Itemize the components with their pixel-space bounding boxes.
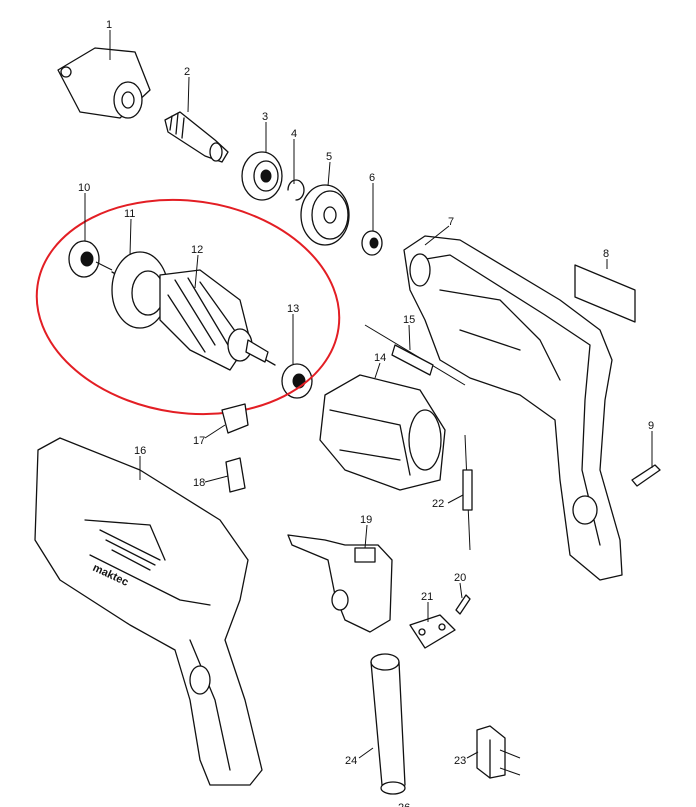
part-21-cord-clamp xyxy=(409,614,456,649)
leader-lines xyxy=(84,30,653,759)
label-26: 26 xyxy=(398,802,410,807)
label-3: 3 xyxy=(262,111,268,123)
part-16-housing: maktec xyxy=(34,437,263,786)
part-18-carbon-brush xyxy=(225,457,246,493)
label-18: 18 xyxy=(193,477,205,489)
part-20-screw xyxy=(455,594,471,615)
highlight-ellipse xyxy=(35,198,341,416)
part-1-chuck xyxy=(57,47,151,119)
label-6: 6 xyxy=(369,172,375,184)
label-8: 8 xyxy=(603,248,609,260)
label-22: 22 xyxy=(432,498,444,510)
part-2-spindle xyxy=(164,111,229,163)
label-23: 23 xyxy=(454,755,466,767)
part-10-bearing xyxy=(68,240,113,278)
part-15-pin xyxy=(364,324,466,386)
label-1: 1 xyxy=(106,19,112,31)
label-4: 4 xyxy=(291,128,297,140)
label-13: 13 xyxy=(287,303,299,315)
part-labels: 1 2 3 4 5 6 7 8 9 10 11 12 13 14 15 16 1… xyxy=(78,19,654,807)
part-22-pin xyxy=(462,434,473,551)
part-23-terminal xyxy=(476,725,521,779)
part-17-brush-holder xyxy=(221,403,249,434)
label-14: 14 xyxy=(374,352,386,364)
label-19: 19 xyxy=(360,514,372,526)
part-19-switch xyxy=(287,534,393,633)
label-17: 17 xyxy=(193,435,205,447)
part-5-gear xyxy=(300,184,350,246)
part-12-armature xyxy=(111,251,276,371)
part-14-field xyxy=(319,374,446,491)
label-7: 7 xyxy=(448,216,454,228)
part-24-cord-guard xyxy=(370,653,406,795)
label-5: 5 xyxy=(326,151,332,163)
label-11: 11 xyxy=(124,208,135,220)
label-9: 9 xyxy=(648,420,654,432)
label-15: 15 xyxy=(403,314,415,326)
label-21: 21 xyxy=(421,591,433,603)
label-20: 20 xyxy=(454,572,466,584)
label-24: 24 xyxy=(345,755,357,767)
label-16: 16 xyxy=(134,445,146,457)
label-10: 10 xyxy=(78,182,90,194)
part-4-retaining-ring xyxy=(287,179,305,201)
label-2: 2 xyxy=(184,66,190,78)
label-12: 12 xyxy=(191,244,203,256)
part-7-housing xyxy=(403,235,623,581)
part-3-bearing xyxy=(241,151,283,201)
part-6-bearing xyxy=(361,230,383,256)
part-8-nameplate xyxy=(574,264,636,323)
part-9-screw xyxy=(631,464,661,487)
